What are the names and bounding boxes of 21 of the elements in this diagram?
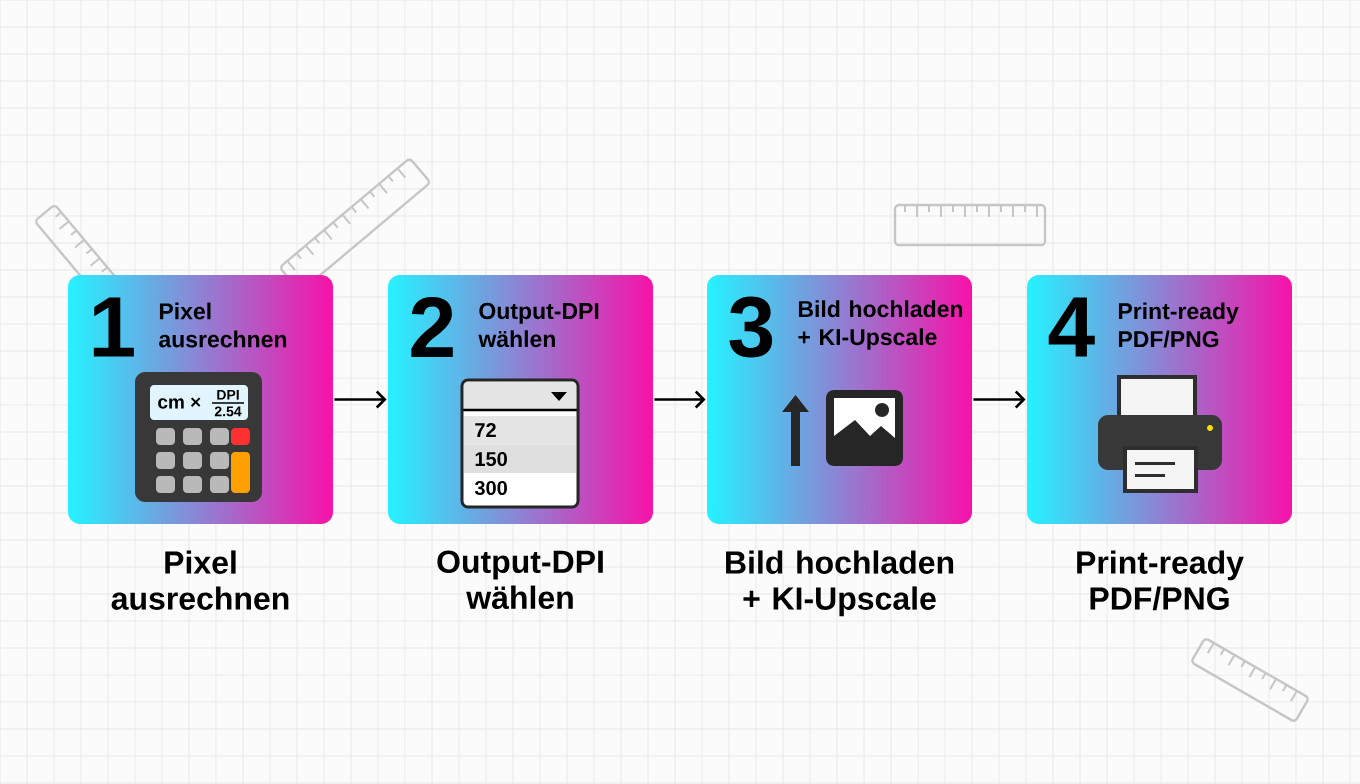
step-caption: Pixel ausrechnen: [111, 550, 289, 610]
step-number: 4: [1048, 297, 1095, 357]
step-number: 1: [93, 297, 134, 357]
arrow: [654, 390, 706, 409]
step-caption: Bild hochladen + KI-Upscale: [726, 550, 954, 617]
step-heading: Pixel ausrechnen: [159, 302, 287, 348]
formula-text: DPI: [217, 390, 239, 400]
arrow: [334, 390, 387, 409]
step-caption: Print-ready PDF/PNG: [1077, 550, 1244, 611]
option-text: 150: [475, 451, 507, 467]
formula-text: cm ×: [158, 397, 201, 409]
step-heading: Bild hochladen + KI-Upscale: [798, 300, 963, 350]
step-heading: Output-DPI wählen: [478, 302, 599, 348]
arrow: [973, 390, 1026, 409]
step-caption: Output-DPI wählen: [437, 550, 603, 610]
option-text: 300: [474, 480, 507, 496]
step-heading: Print-ready PDF/PNG: [1118, 302, 1239, 348]
step-number: 2: [411, 296, 453, 358]
option-text: 72: [475, 423, 496, 437]
step-number: 3: [729, 296, 773, 358]
formula-text: 2.54: [214, 406, 242, 417]
